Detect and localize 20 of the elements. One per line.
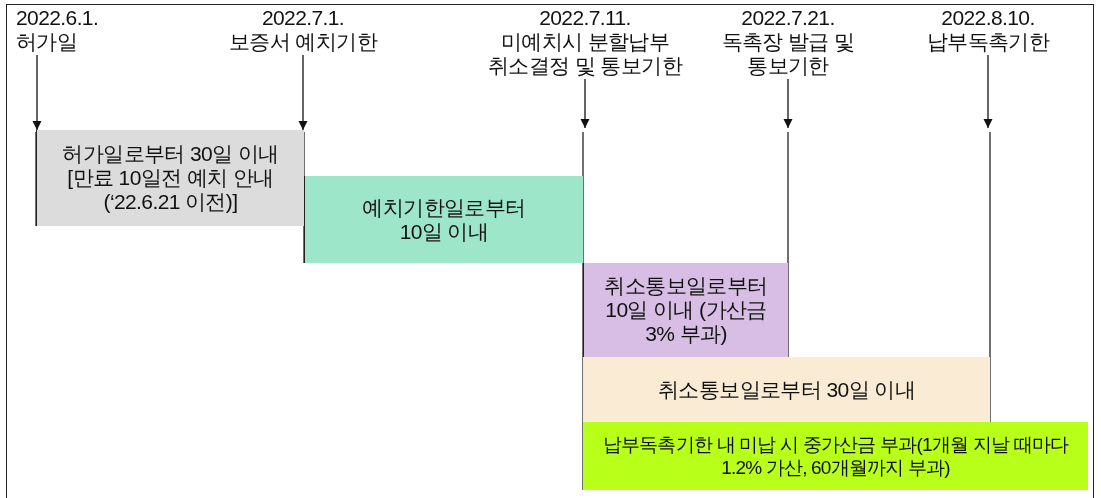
arrow: [783, 78, 793, 129]
date-text: 2022.7.11.: [539, 6, 631, 30]
milestone-text: 미예치시 분할납부 취소결정 및 통보기한: [486, 30, 684, 78]
date-text: 2022.7.21.: [741, 6, 835, 30]
milestone-text: 허가일: [16, 30, 78, 54]
period-bar: 예치기한일로부터 10일 이내: [304, 176, 583, 263]
period-bar: 허가일로부터 30일 이내 [만료 10일전 예치 안내(‘22.6.21 이전)]: [36, 130, 304, 226]
arrow: [298, 54, 308, 131]
arrow: [32, 54, 42, 131]
arrow: [983, 54, 993, 129]
period-bar: 취소통보일로부터 30일 이내: [583, 357, 990, 422]
period-bar: 납부독촉기한 내 미납 시 중가산금 부과(1개월 지날 때마다 1.2% 가산, 60개월까지 부과): [583, 422, 1088, 490]
milestone-text: 독촉장 발급 및 통보기한: [720, 30, 856, 78]
period-bar: 취소통보일로부터 10일 이내 (가산금 3% 부과): [583, 263, 788, 357]
date-text: 2022.7.1.: [261, 6, 345, 30]
arrow: [580, 78, 590, 129]
date-text: 2022.6.1.: [16, 6, 99, 30]
milestone-text: 납부독촉기한: [926, 30, 1050, 54]
date-text: 2022.8.10.: [941, 6, 1035, 30]
milestone-text: 보증서 예치기한: [228, 30, 377, 54]
